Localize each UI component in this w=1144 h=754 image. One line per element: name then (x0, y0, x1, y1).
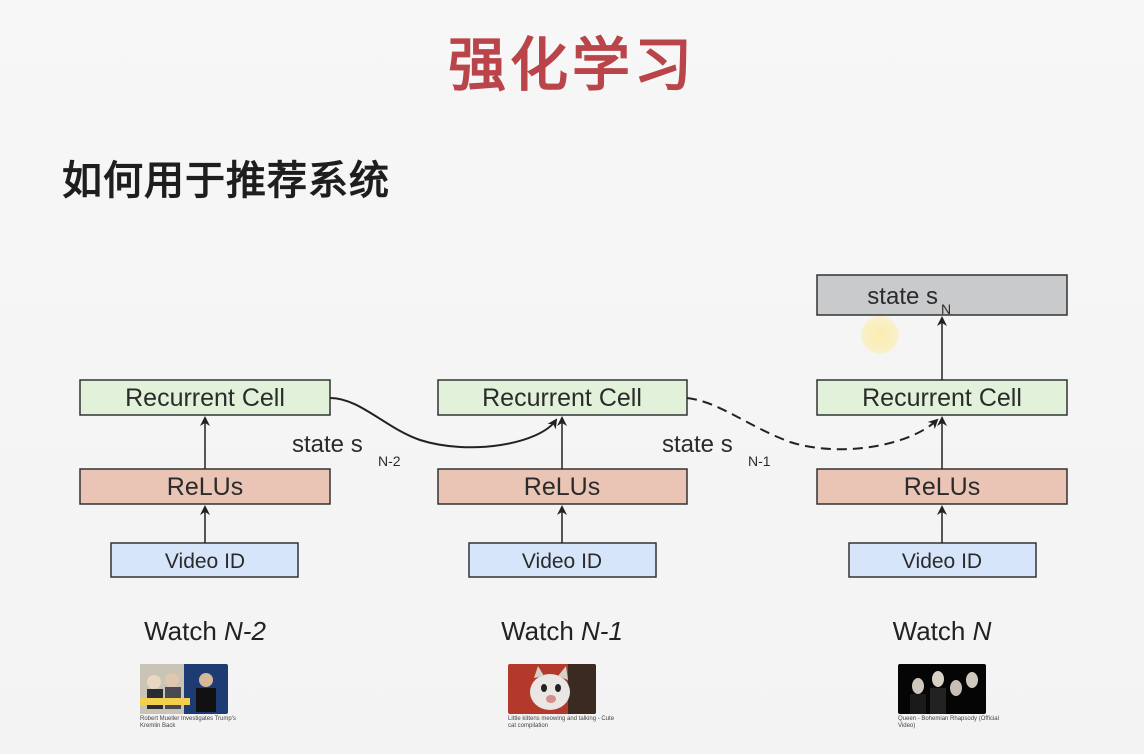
relus-box (79, 468, 331, 505)
column-n-1: Recurrent Cell ReLUs Video ID (437, 379, 688, 578)
thumbnail-caption-news: Robert Mueller Investigates Trump's Krem… (140, 716, 236, 729)
relus-label: ReLUs (524, 473, 600, 501)
svg-text:N-2: N-2 (378, 453, 401, 469)
video-id-label: Video ID (522, 550, 602, 573)
recurrent-cell-label: Recurrent Cell (482, 384, 642, 412)
video-id-label: Video ID (165, 550, 245, 573)
recurrent-cell-box (437, 379, 688, 416)
video-id-box (848, 542, 1037, 578)
video-thumbnail-news[interactable] (140, 664, 228, 714)
state-n-text: state s (867, 283, 938, 310)
svg-text:state s: state s (292, 431, 363, 458)
watch-label-n-1: Watch N-1 (501, 616, 623, 646)
state-n-subscript: N (941, 301, 951, 317)
watch-label-n-2: Watch N-2 (144, 616, 266, 646)
state-label-n-2: state s N-2 (292, 431, 401, 469)
recurrent-cell-label: Recurrent Cell (862, 384, 1022, 412)
svg-text:state s: state s (867, 283, 938, 310)
relus-label: ReLUs (904, 473, 980, 501)
watch-label-n: Watch N (892, 616, 992, 646)
column-n-2: Recurrent Cell ReLUs Video ID (79, 379, 331, 578)
video-id-box (468, 542, 657, 578)
recurrent-cell-label: Recurrent Cell (125, 384, 285, 412)
cursor-highlight (861, 316, 899, 354)
slide-title: 强化学习 (447, 31, 696, 99)
state-curve-n-1 (686, 397, 939, 451)
slide-subtitle: 如何用于推荐系统 (62, 158, 390, 204)
svg-text:state s: state s (662, 431, 733, 458)
recurrent-cell-box (816, 379, 1068, 416)
svg-text:N-1: N-1 (748, 453, 771, 469)
thumbnail-caption-cat: Little kittens meowing and talking - Cut… (508, 716, 615, 729)
thumbnail-caption-queen: Queen - Bohemian Rhapsody (Official Vide… (898, 716, 999, 729)
video-thumbnail-queen[interactable] (898, 664, 986, 714)
column-n: Recurrent Cell ReLUs Video ID (816, 316, 1068, 578)
state-curve-n-2 (329, 397, 558, 449)
video-id-box (110, 542, 299, 578)
relus-box (816, 468, 1068, 505)
state-label-n-1: state s N-1 (662, 431, 771, 469)
video-id-label: Video ID (902, 550, 982, 573)
relus-label: ReLUs (167, 473, 243, 501)
video-thumbnail-cat[interactable] (508, 664, 596, 714)
state-n-box: state s N (816, 274, 1068, 317)
